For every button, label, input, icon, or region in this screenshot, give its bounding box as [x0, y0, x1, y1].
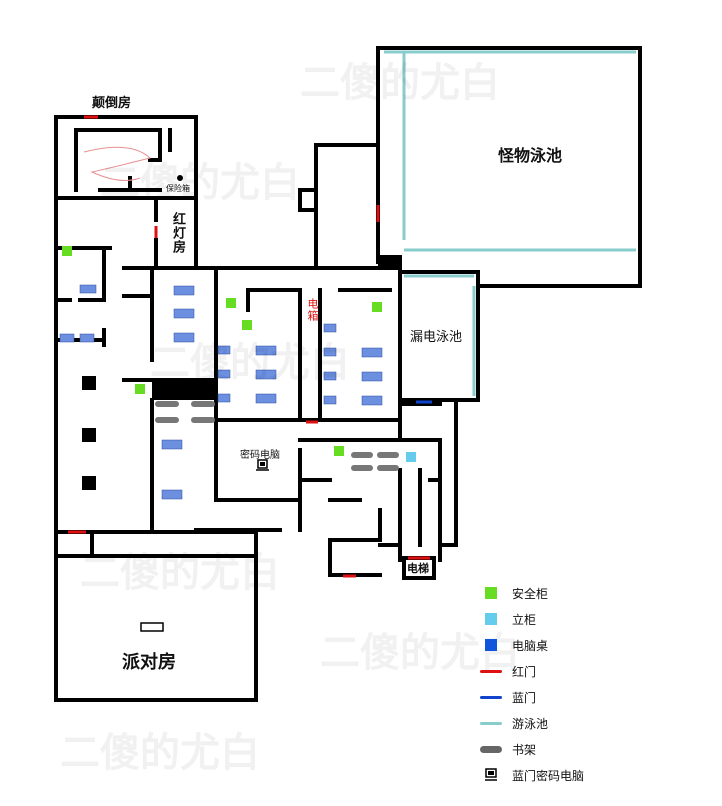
red-light-room-label: 红灯房 [170, 212, 185, 254]
password-computer-label: 密码电脑 [240, 450, 280, 461]
safe-cabinets [62, 246, 382, 456]
computer-desk [255, 393, 277, 404]
leaky-pool-label: 漏电泳池 [410, 330, 463, 345]
legend-label: 红门 [512, 664, 537, 679]
computer-desk [173, 285, 195, 296]
middle-block-wall [214, 266, 402, 502]
computer-desks [59, 284, 383, 500]
left-lower-wall [54, 528, 282, 702]
computer-icon[interactable] [256, 459, 269, 471]
red-line-icon [480, 669, 502, 673]
safe-cabinet [334, 446, 344, 456]
legend-label: 立柜 [512, 612, 537, 627]
legend-label: 电脑桌 [512, 638, 549, 653]
safe-cabinet [62, 246, 72, 256]
right-corridor-wall [398, 398, 458, 547]
safe-cabinet [372, 302, 382, 312]
computer-desk [217, 345, 231, 355]
pillar [82, 476, 96, 490]
capsized-room-inner-wall [74, 128, 172, 192]
left-wing-wall [54, 196, 158, 562]
middle-lower-wall [298, 438, 458, 577]
party-table [140, 622, 164, 632]
computer-desk [161, 439, 183, 450]
computer-icon [485, 768, 497, 781]
legend-label: 安全柜 [512, 586, 549, 601]
computer-desk [217, 393, 231, 403]
safe-cabinet [226, 298, 236, 308]
computer-desk [79, 333, 95, 343]
pillar [82, 376, 96, 390]
teal-line-icon [480, 721, 502, 725]
party-room-label: 派对房 [122, 652, 176, 673]
computer-desk [59, 333, 75, 343]
computer-desk [361, 347, 383, 358]
legend-item-bookshelf: 书架 [478, 736, 678, 762]
legend-item-computer-desk: 电脑桌 [478, 632, 678, 658]
monster-pool-label: 怪物泳池 [498, 146, 563, 165]
legend-label: 游泳池 [512, 716, 549, 731]
pillar [82, 428, 96, 442]
walls [54, 46, 642, 702]
capsized-route [83, 146, 152, 181]
computer-desk [323, 323, 337, 333]
computer-desk [323, 395, 337, 405]
blue-line-icon [480, 695, 502, 699]
pool-edges [384, 50, 636, 396]
elevator-label: 电梯 [407, 562, 429, 575]
pillars [82, 175, 402, 490]
red-light-room-wall [154, 196, 198, 270]
bookshelf-icon [480, 745, 502, 753]
legend-item-pool: 游泳池 [478, 710, 678, 736]
red-doors [68, 115, 430, 578]
legend-label: 蓝门密码电脑 [512, 768, 585, 783]
safe-cabinet [135, 384, 145, 394]
computer-desk [173, 332, 195, 343]
legend-item-blue-door-pc: 蓝门密码电脑 [478, 762, 678, 788]
green-square-icon [485, 587, 497, 599]
computer-desk [361, 395, 383, 406]
safe-dot [177, 175, 183, 181]
safe-label: 保险箱 [166, 184, 190, 193]
black-wall-block [152, 380, 216, 400]
legend-item-safe-cabinet: 安全柜 [478, 580, 678, 606]
computer-desk [323, 347, 337, 357]
computer-desk [323, 371, 337, 381]
map-legend: 安全柜 立柜 电脑桌 红门 蓝门 游泳池 书架 蓝门密码电脑 [478, 580, 678, 788]
computer-desk [255, 369, 277, 380]
legend-label: 书架 [512, 742, 537, 757]
black-wall-block [378, 255, 402, 269]
computer-desk [161, 489, 183, 500]
computer-desk [217, 369, 231, 379]
safe-cabinet [242, 320, 252, 330]
computer-desk [173, 308, 195, 319]
computer-desk [361, 371, 383, 382]
top-corridor-wall [298, 143, 380, 270]
capsized-room-label: 颠倒房 [92, 96, 132, 111]
legend-item-red-door: 红门 [478, 658, 678, 684]
legend-item-standing-cabinet: 立柜 [478, 606, 678, 632]
standing-cabinet [406, 452, 416, 462]
bookshelves [155, 401, 399, 471]
legend-item-blue-door: 蓝门 [478, 684, 678, 710]
electric-box-label: 电箱 [306, 298, 319, 322]
light-blue-square-icon [485, 613, 497, 625]
computer-desk [255, 345, 277, 356]
blue-square-icon [485, 639, 497, 651]
legend-label: 蓝门 [512, 690, 537, 705]
computer-desk [79, 284, 97, 294]
